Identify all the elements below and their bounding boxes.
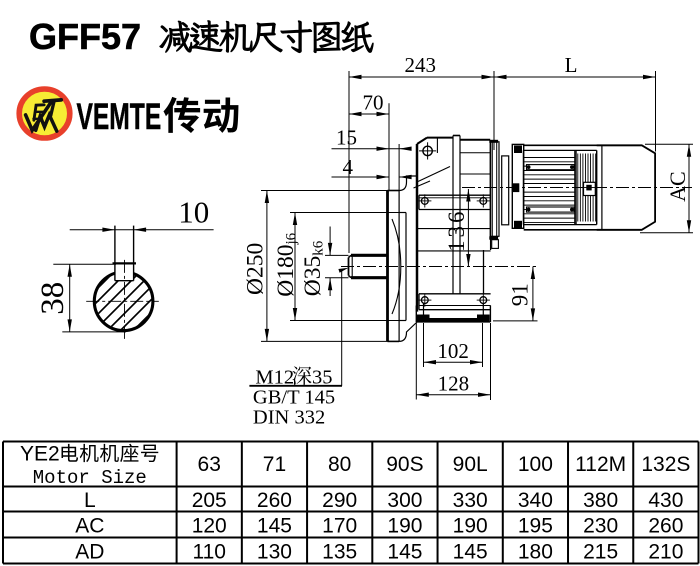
svg-text:GFF57: GFF57 (29, 16, 141, 57)
svg-text:136: 136 (444, 208, 469, 252)
svg-text:63: 63 (198, 453, 221, 476)
svg-text:AD: AD (75, 540, 104, 563)
svg-text:90S: 90S (386, 453, 423, 476)
svg-text:35: 35 (312, 366, 333, 388)
svg-text:120: 120 (192, 514, 227, 537)
svg-text:VEMTE: VEMTE (77, 96, 162, 137)
svg-text:132S: 132S (641, 453, 690, 476)
svg-text:170: 170 (322, 514, 357, 537)
svg-text:210: 210 (648, 540, 683, 563)
svg-text:10: 10 (178, 195, 209, 230)
svg-text:340: 340 (518, 489, 553, 512)
svg-text:190: 190 (387, 514, 422, 537)
svg-text:430: 430 (648, 489, 683, 512)
svg-text:38: 38 (35, 282, 71, 315)
svg-text:145: 145 (257, 514, 292, 537)
svg-text:91: 91 (508, 283, 533, 306)
svg-text:130: 130 (257, 540, 292, 563)
svg-text:145: 145 (453, 540, 488, 563)
svg-text:AC: AC (75, 514, 104, 537)
svg-text:M12: M12 (255, 366, 294, 388)
svg-text:260: 260 (257, 489, 292, 512)
svg-text:100: 100 (518, 453, 553, 476)
svg-text:AC: AC (665, 171, 690, 202)
svg-text:70: 70 (363, 90, 384, 114)
svg-text:260: 260 (648, 514, 683, 537)
svg-text:102: 102 (437, 339, 469, 363)
svg-text:DIN 332: DIN 332 (253, 407, 325, 429)
svg-text:330: 330 (453, 489, 488, 512)
svg-text:YE2: YE2 (20, 443, 60, 466)
svg-text:80: 80 (328, 453, 351, 476)
svg-text:GB/T 145: GB/T 145 (253, 386, 335, 408)
svg-text:15: 15 (336, 126, 357, 150)
svg-text:190: 190 (453, 514, 488, 537)
svg-text:4: 4 (342, 155, 353, 179)
svg-text:90L: 90L (453, 453, 488, 476)
svg-text:300: 300 (387, 489, 422, 512)
svg-text:230: 230 (583, 514, 618, 537)
svg-text:Ø250: Ø250 (242, 243, 268, 295)
svg-text:128: 128 (438, 371, 470, 395)
svg-text:205: 205 (192, 489, 227, 512)
svg-text:290: 290 (322, 489, 357, 512)
svg-text:L: L (84, 489, 96, 512)
svg-text:180: 180 (518, 540, 553, 563)
svg-text:112M: 112M (575, 453, 626, 476)
svg-text:145: 145 (387, 540, 422, 563)
svg-text:110: 110 (192, 540, 225, 563)
svg-text:195: 195 (518, 514, 553, 537)
svg-text:243: 243 (405, 53, 437, 77)
svg-text:215: 215 (583, 540, 618, 563)
svg-text:135: 135 (322, 540, 357, 563)
svg-text:Motor Size: Motor Size (33, 467, 147, 489)
svg-text:L: L (565, 53, 578, 77)
svg-text:71: 71 (263, 453, 286, 476)
svg-text:380: 380 (583, 489, 618, 512)
